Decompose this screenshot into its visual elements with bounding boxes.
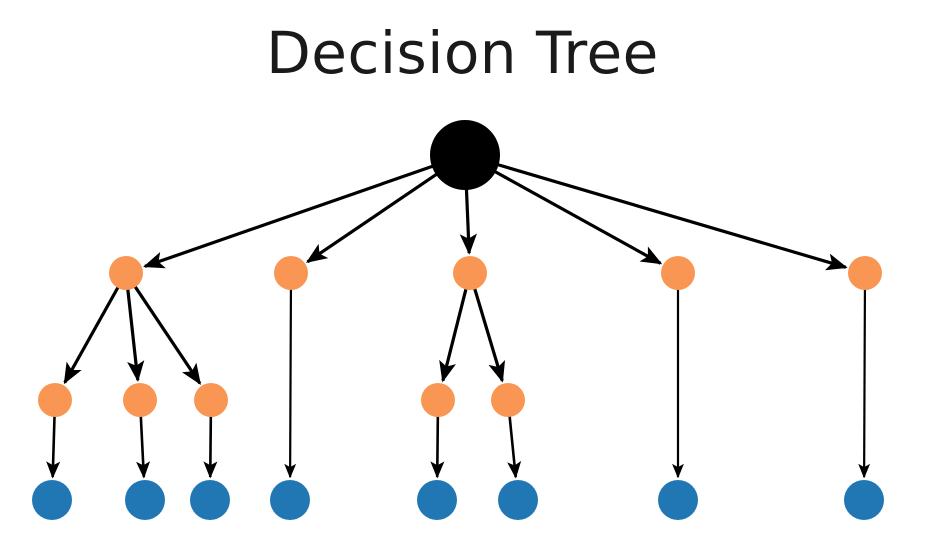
tree-edge [63, 286, 120, 385]
tree-edge [143, 164, 434, 269]
tree-node-branch[interactable] [109, 256, 143, 290]
tree-node-leaf[interactable] [190, 480, 230, 520]
tree-node-leaf[interactable] [658, 480, 698, 520]
tree-edge [473, 288, 506, 383]
tree-node-branch[interactable] [274, 256, 308, 290]
tree-node-leaf[interactable] [32, 480, 72, 520]
page-title: Decision Tree [266, 19, 659, 87]
tree-edge [305, 172, 439, 264]
tree-edge [46, 416, 61, 479]
tree-edge [136, 416, 151, 479]
tree-edge [459, 188, 477, 255]
tree-edge [496, 162, 848, 271]
tree-node-branch[interactable] [421, 383, 455, 417]
tree-node-branch[interactable] [194, 383, 228, 417]
tree-edge [133, 285, 202, 385]
tree-node-branch[interactable] [491, 383, 525, 417]
tree-edge [126, 289, 145, 383]
tree-edge [858, 289, 871, 479]
tree-node-leaf[interactable] [270, 480, 310, 520]
tree-edge [203, 416, 218, 479]
tree-node-root[interactable] [430, 120, 500, 190]
tree-edge [493, 169, 663, 265]
tree-edge [439, 288, 468, 383]
tree-node-branch[interactable] [661, 256, 695, 290]
node-layer [32, 120, 884, 520]
tree-node-leaf[interactable] [417, 480, 457, 520]
tree-node-leaf[interactable] [498, 480, 538, 520]
tree-node-leaf[interactable] [844, 480, 884, 520]
tree-edge [284, 289, 297, 479]
tree-node-branch[interactable] [848, 256, 882, 290]
tree-node-leaf[interactable] [125, 480, 165, 520]
tree-node-branch[interactable] [38, 383, 72, 417]
tree-edge [430, 416, 445, 479]
tree-edge [507, 416, 522, 479]
edge-layer [46, 162, 871, 479]
tree-node-branch[interactable] [453, 256, 487, 290]
tree-node-branch[interactable] [123, 383, 157, 417]
